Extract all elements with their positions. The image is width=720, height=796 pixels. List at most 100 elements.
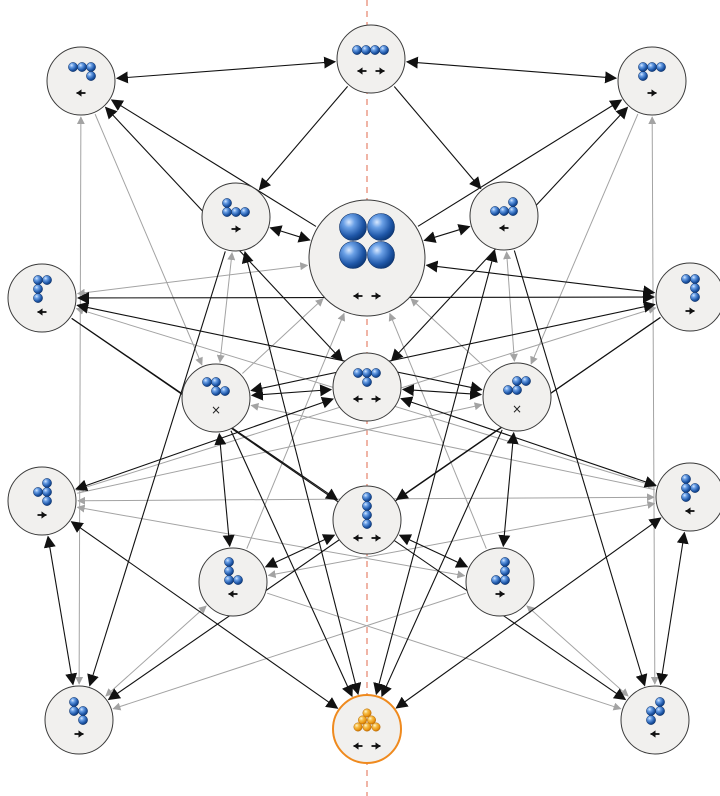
- edge-upper-left-bottom-left: [87, 251, 226, 687]
- node-circle: [332, 352, 402, 422]
- direction-icon: [650, 730, 660, 738]
- edge-low-left-center: [246, 312, 346, 549]
- direction-icon: [231, 225, 241, 233]
- tetromino-icon: [490, 197, 518, 216]
- state-nodes: ××: [7, 24, 720, 764]
- tetromino-icon: [352, 45, 389, 55]
- tetromino-icon: [353, 708, 381, 732]
- edge-top-left-x-left: [94, 113, 203, 366]
- node-circle: [181, 363, 251, 433]
- edge-top-center-upper-right: [393, 86, 482, 190]
- direction-icon: [37, 308, 47, 316]
- direction-icon: [647, 89, 657, 97]
- edge-center-mid-left: [76, 262, 309, 297]
- node-upper-left: [201, 182, 271, 252]
- svg-text:×: ×: [512, 402, 522, 416]
- edge-lower-right-bottom-center: [395, 517, 662, 709]
- edge-low-right-center: [388, 312, 487, 549]
- tetromino-icon: [68, 62, 96, 81]
- node-center: [308, 199, 426, 317]
- edge-upper-left-center: [269, 225, 311, 243]
- node-top-center: [336, 24, 406, 94]
- node-bottom-left: [44, 685, 114, 755]
- direction-icon: [685, 507, 695, 515]
- tetromino-icon: [33, 275, 52, 303]
- edge-top-center-top-left: [115, 56, 337, 84]
- node-low-left: [198, 547, 268, 617]
- node-t-center: [332, 352, 402, 422]
- edge-x-left-center: [242, 298, 324, 374]
- edge-top-right-bottom-right: [648, 116, 659, 685]
- edge-low-left-bottom-right: [267, 592, 622, 711]
- tetromino-icon: [362, 492, 372, 529]
- direction-icon: [353, 742, 381, 750]
- edge-low-right-bottom-left: [112, 592, 466, 711]
- direction-icon: ×: [211, 403, 221, 417]
- svg-text:×: ×: [211, 403, 221, 417]
- edge-x-right-low-right: [498, 431, 519, 548]
- tetromino-icon: [491, 557, 510, 585]
- direction-icon: [685, 307, 695, 315]
- node-bottom-center: [332, 694, 402, 764]
- node-low-right: [465, 547, 535, 617]
- edge-mid-right-x-left: [250, 300, 656, 395]
- tetromino-icon: [681, 474, 700, 502]
- tetromino-icon: [681, 274, 700, 302]
- edge-x-right-bottom-center: [380, 429, 503, 698]
- tetromino-icon: [503, 376, 531, 395]
- direction-icon: [74, 730, 84, 738]
- edge-upper-left-x-left: [216, 251, 236, 364]
- node-circle: [7, 466, 77, 536]
- tetromino-icon: [202, 377, 230, 396]
- edge-upper-right-bottom-right: [513, 250, 648, 687]
- node-mid-right: [655, 262, 720, 332]
- direction-icon: [353, 292, 381, 300]
- direction-icon: ×: [512, 402, 522, 416]
- node-x-right: ×: [482, 362, 552, 432]
- edge-top-right-x-right: [530, 113, 639, 365]
- tetromino-icon: [33, 478, 52, 506]
- direction-icon: [37, 511, 47, 519]
- edge-lower-right-x-left: [250, 402, 655, 491]
- node-circle: [617, 46, 687, 116]
- node-top-left: [46, 46, 116, 116]
- direction-icon: [228, 590, 238, 598]
- node-circle: [655, 262, 720, 332]
- node-circle: [308, 199, 426, 317]
- edge-low-right-bottom-right: [526, 605, 629, 697]
- node-top-right: [617, 46, 687, 116]
- edge-x-left-t-center: [250, 384, 333, 401]
- direction-icon: [499, 224, 509, 232]
- edge-x-left-low-left: [214, 432, 235, 548]
- edge-lower-right-bottom-right: [656, 531, 689, 686]
- node-upper-right: [469, 181, 539, 251]
- edge-center-mid-right: [425, 260, 656, 298]
- edge-low-left-bottom-left: [105, 605, 207, 697]
- tetromino-icon: [222, 198, 250, 217]
- edge-mid-left-x-right: [76, 301, 483, 394]
- edge-top-center-upper-left: [258, 86, 349, 191]
- node-circle: [469, 181, 539, 251]
- tetromino-icon: [646, 697, 665, 725]
- tetromino-icon: [353, 368, 381, 387]
- edge-lower-left-bottom-left: [43, 535, 78, 686]
- node-circle: [482, 362, 552, 432]
- node-circle: [201, 182, 271, 252]
- node-circle: [46, 46, 116, 116]
- tetromino-icon: [339, 213, 395, 269]
- direction-icon: [353, 534, 381, 542]
- edge-t-center-x-right: [401, 384, 483, 400]
- edge-upper-left-bottom-center: [241, 250, 362, 696]
- node-mid-left: [7, 263, 77, 333]
- edge-x-left-bottom-center: [230, 430, 353, 698]
- node-i-center: [332, 485, 402, 555]
- direction-icon: [353, 395, 381, 403]
- direction-icon: [357, 67, 385, 75]
- node-x-left: ×: [181, 363, 251, 433]
- direction-icon: [495, 590, 505, 598]
- direction-icon: [76, 89, 86, 97]
- edge-upper-right-x-right: [503, 251, 518, 362]
- edge-upper-right-center: [423, 224, 471, 243]
- node-lower-left: [7, 466, 77, 536]
